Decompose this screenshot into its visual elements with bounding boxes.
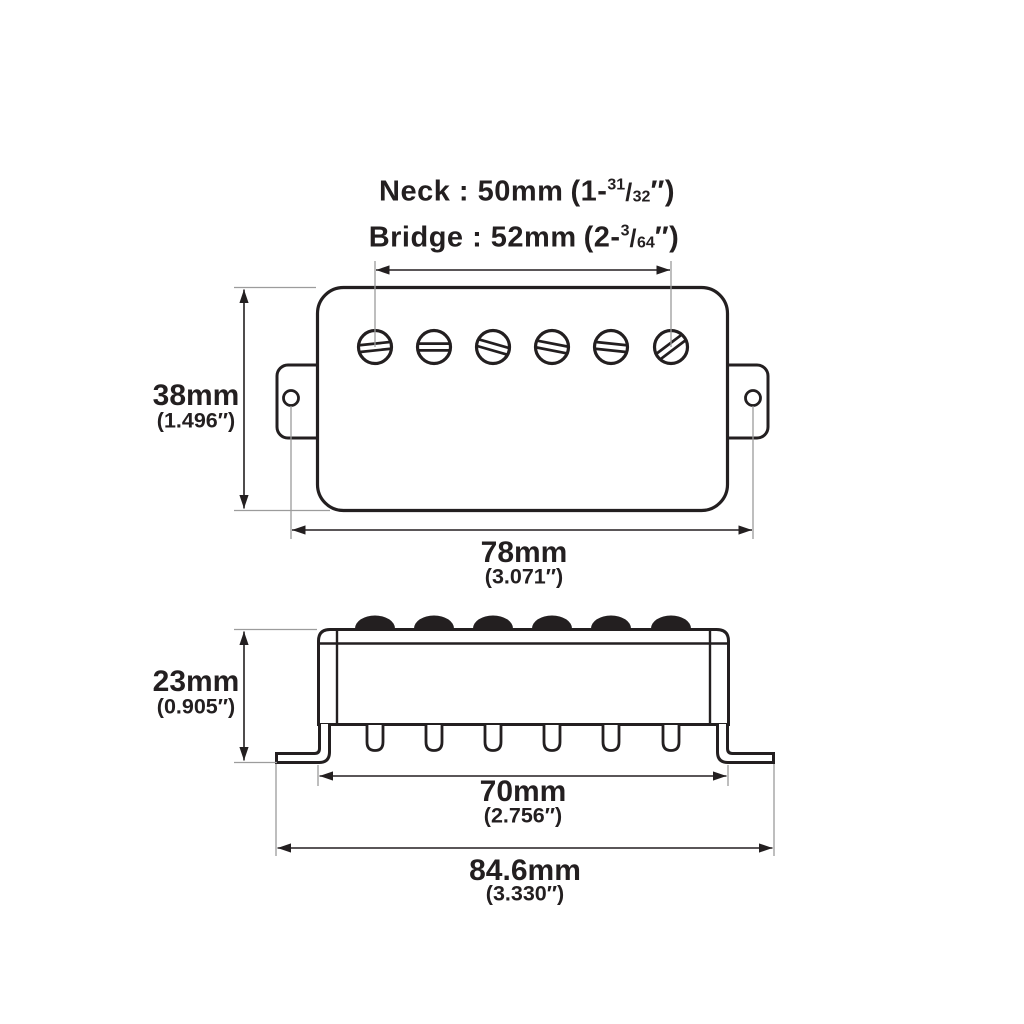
pole-leg-4 <box>542 725 562 752</box>
side-height-mm-label: 23mm <box>152 665 240 698</box>
neck-fraction-denominator: 32 <box>632 188 651 206</box>
side-full-width-inch-label: (3.330″) <box>485 881 565 906</box>
top-height-mm-label: 38mm <box>152 379 240 412</box>
pickup-side-outline <box>317 628 730 726</box>
pole-legs <box>365 725 681 752</box>
bridge-fraction-open: (2- <box>583 221 621 254</box>
side-view <box>275 615 775 764</box>
top-view-dimensions <box>234 261 754 539</box>
pole-screw-slot-3 <box>476 338 510 356</box>
bridge-fraction-denominator: 64 <box>636 234 655 252</box>
top-height-inch-label: (1.496″) <box>156 408 236 433</box>
pole-leg-5 <box>601 725 621 752</box>
bridge-fraction-close: ″) <box>654 221 680 254</box>
pole-top-2 <box>414 615 454 629</box>
neck-spacing-value: Neck : 50mm <box>379 175 564 208</box>
pole-leg-2 <box>424 725 444 752</box>
side-inner-width-mm-label: 70mm <box>479 775 567 808</box>
bridge-fraction-slash: / <box>629 224 637 253</box>
bridge-fraction-numerator: 3 <box>620 222 630 240</box>
neck-fraction-slash: / <box>625 178 633 207</box>
pole-top-1 <box>355 615 395 629</box>
mounting-hole-right <box>744 389 762 407</box>
pole-screw-5 <box>592 328 630 366</box>
pole-screw-2 <box>415 328 453 366</box>
neck-fraction-numerator: 31 <box>607 176 626 194</box>
side-height-inch-label: (0.905″) <box>156 694 236 719</box>
pole-top-5 <box>591 615 631 629</box>
top-width-inch-label: (3.071″) <box>484 564 564 589</box>
top-width-mm-label: 78mm <box>480 536 568 569</box>
neck-fraction-close: ″) <box>650 175 675 208</box>
pole-leg-6 <box>661 725 681 752</box>
bridge-spacing-label: Bridge : 52mm(2-3/64″) <box>368 221 680 254</box>
mounting-hole-left <box>282 389 300 407</box>
pole-leg-1 <box>365 725 385 752</box>
side-view-dimensions <box>234 628 775 856</box>
pole-screw-4 <box>533 328 571 366</box>
pole-screw-slot-4 <box>535 339 569 355</box>
pole-screw-3 <box>474 328 512 366</box>
pickup-cover-outline <box>315 285 730 513</box>
pole-screw-slot-2 <box>418 342 450 352</box>
bridge-spacing-value: Bridge : 52mm <box>368 221 577 254</box>
pole-leg-3 <box>483 725 503 752</box>
neck-fraction-open: (1- <box>570 175 608 208</box>
top-view <box>275 285 770 513</box>
pole-top-3 <box>473 615 513 629</box>
pole-screw-slot-6 <box>655 333 687 361</box>
pole-top-6 <box>651 615 691 629</box>
side-full-width-mm-label: 84.6mm <box>469 854 581 887</box>
neck-spacing-label: Neck : 50mm(1-31/32″) <box>379 175 675 208</box>
pole-screw-slot-5 <box>595 340 627 354</box>
pole-top-4 <box>532 615 572 629</box>
mounting-flange-right <box>716 724 775 764</box>
side-inner-width-inch-label: (2.756″) <box>483 803 563 828</box>
mounting-flange-left <box>275 724 331 764</box>
pole-tops <box>355 615 691 629</box>
